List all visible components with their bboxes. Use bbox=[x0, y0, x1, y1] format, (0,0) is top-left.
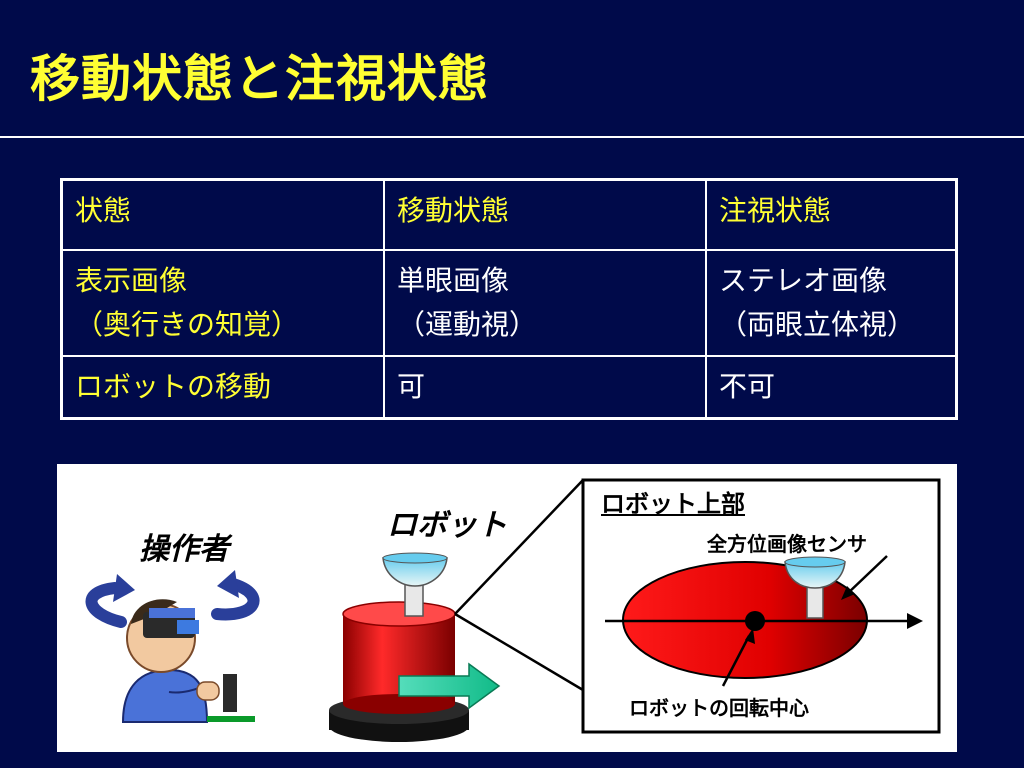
rotate-left-arrow-icon bbox=[85, 574, 135, 628]
cell-moving-movement: 可 bbox=[383, 355, 707, 420]
header-cell-moving: 移動状態 bbox=[383, 178, 707, 251]
table-row: ロボットの移動 可 不可 bbox=[60, 355, 958, 420]
illustration-drawing bbox=[85, 478, 941, 742]
joystick-icon bbox=[207, 674, 255, 722]
cell-line: 単眼画像 bbox=[397, 264, 510, 297]
rotation-center-dot-icon bbox=[745, 611, 765, 631]
header-cell-state: 状態 bbox=[60, 178, 385, 251]
cell-line: 表示画像 bbox=[75, 264, 188, 297]
cell-line: ロボットの移動 bbox=[75, 370, 272, 403]
cell-line: （奥行きの知覚） bbox=[75, 308, 300, 341]
row-label-robot-movement: ロボットの移動 bbox=[60, 355, 385, 420]
cell-line: ステレオ画像 bbox=[719, 264, 888, 297]
operator-figure-icon bbox=[121, 599, 220, 723]
cell-gazing-display: ステレオ画像 （両眼立体視） bbox=[705, 249, 958, 357]
sensor-pointer-arrow-icon bbox=[841, 555, 888, 600]
illustration-panel: 操作者 ロボット ロボット上部 全方位画像センサ ロボットの回転中心 bbox=[57, 464, 957, 752]
row-label-display-image: 表示画像 （奥行きの知覚） bbox=[60, 249, 385, 357]
cell-line: （運動視） bbox=[397, 308, 538, 341]
table-row: 表示画像 （奥行きの知覚） 単眼画像 （運動視） ステレオ画像 （両眼立体視） bbox=[60, 249, 958, 357]
forward-arrow-icon bbox=[398, 662, 501, 710]
cell-line: 可 bbox=[397, 370, 426, 403]
header-cell-gazing: 注視状態 bbox=[705, 178, 958, 251]
zoom-connector-line bbox=[454, 612, 584, 692]
robot-body-icon bbox=[329, 601, 469, 742]
robot-top-label: ロボット上部 bbox=[601, 490, 745, 518]
title-divider bbox=[0, 136, 1024, 138]
cell-line: 不可 bbox=[719, 370, 776, 403]
center-pointer-arrow-icon bbox=[721, 628, 755, 687]
sensor-top-icon bbox=[784, 556, 846, 619]
robot-label: ロボット bbox=[387, 508, 507, 543]
rotate-right-arrow-icon bbox=[211, 570, 260, 621]
operator-label: 操作者 bbox=[139, 532, 229, 567]
sensor-on-robot-icon bbox=[382, 552, 448, 617]
sensor-label: 全方位画像センサ bbox=[707, 532, 867, 556]
comparison-table: 状態 移動状態 注視状態 表示画像 （奥行きの知覚） 単眼画像 （運動視） ステ… bbox=[60, 178, 958, 420]
cell-moving-display: 単眼画像 （運動視） bbox=[383, 249, 707, 357]
cell-line: （両眼立体視） bbox=[719, 308, 916, 341]
zoom-connector-line bbox=[454, 479, 584, 615]
slide-title: 移動状態と注視状態 bbox=[30, 50, 489, 108]
rotation-center-label: ロボットの回転中心 bbox=[629, 696, 809, 720]
cell-gazing-movement: 不可 bbox=[705, 355, 958, 420]
table-header-row: 状態 移動状態 注視状態 bbox=[60, 178, 958, 251]
